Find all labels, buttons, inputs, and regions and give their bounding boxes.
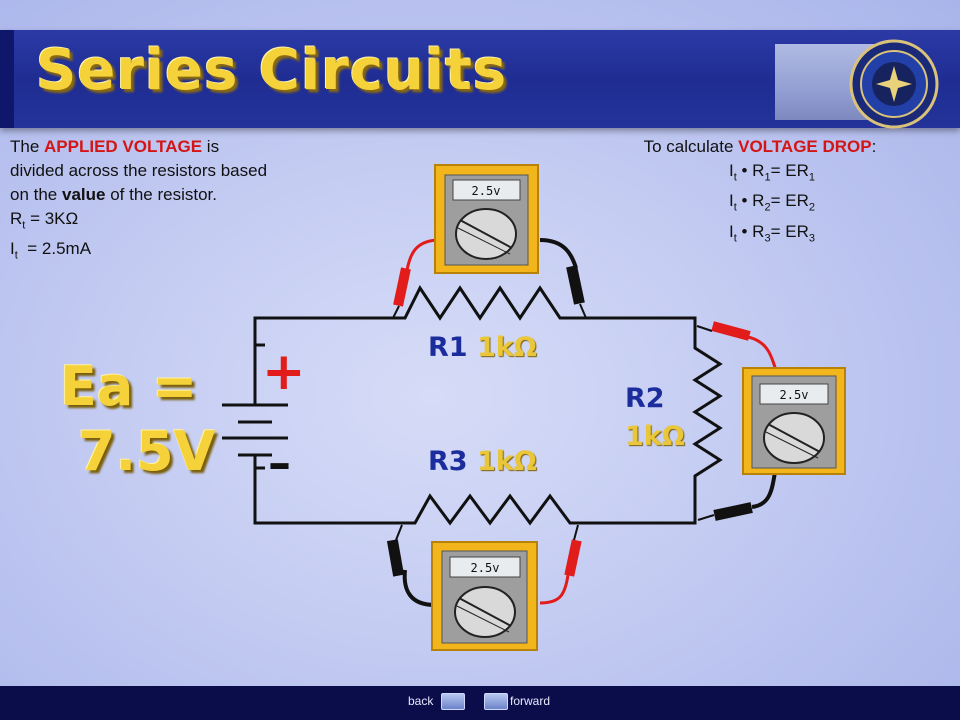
formula-r3: It • R3= ER3 bbox=[728, 221, 815, 245]
value-emphasis: value bbox=[62, 185, 106, 204]
text-segment: on the bbox=[10, 185, 62, 204]
text-segment: : bbox=[871, 137, 877, 156]
right-voltmeter: 2.5v bbox=[742, 367, 846, 475]
formula-r1: It • R1= ER1 bbox=[728, 161, 815, 184]
wire-bottom-left bbox=[253, 466, 405, 525]
right-meter-red-lead bbox=[747, 335, 778, 371]
r2-label: R2 1kΩ bbox=[625, 380, 685, 456]
formula-r2: It • R2= ER2 bbox=[728, 191, 815, 214]
voltage-drop-text: To calculate VOLTAGE DROP: It • R1= ER1 … bbox=[560, 135, 960, 250]
bottom-meter-red-lead bbox=[539, 574, 570, 605]
it-subscript: t bbox=[14, 249, 18, 262]
back-arrow-icon[interactable] bbox=[441, 693, 465, 710]
r3-value: 1kΩ bbox=[476, 446, 537, 477]
r2-resistor bbox=[692, 340, 723, 495]
right-meter-reading: 2.5v bbox=[780, 388, 809, 402]
top-voltmeter: 2.5v bbox=[434, 164, 539, 274]
right-red-probe bbox=[711, 321, 751, 341]
text-segment: To calculate bbox=[643, 137, 739, 156]
text-segment: The bbox=[10, 137, 45, 156]
top-meter-black-lead bbox=[539, 238, 578, 269]
wire-top-right bbox=[588, 316, 697, 340]
total-current: It = 2.5mA bbox=[10, 237, 390, 267]
right-black-probe bbox=[713, 502, 753, 521]
back-link[interactable]: back bbox=[408, 694, 434, 708]
r1-resistor bbox=[393, 285, 588, 321]
applied-voltage-highlight: APPLIED VOLTAGE bbox=[44, 137, 203, 156]
footer-bar: back forward bbox=[0, 686, 960, 720]
wire-top-left bbox=[253, 316, 393, 347]
it-label: I bbox=[10, 239, 15, 259]
r3-name: R3 bbox=[428, 446, 468, 477]
top-black-probe bbox=[566, 265, 585, 305]
rt-value: = 3KΩ bbox=[25, 209, 79, 228]
applied-voltage-value: 7.5V bbox=[78, 420, 216, 483]
right-meter-black-lead bbox=[751, 471, 777, 509]
title-bar-edge bbox=[0, 30, 14, 128]
plus-sign: + bbox=[262, 342, 306, 402]
rt-label: R bbox=[10, 209, 23, 228]
it-value: = 2.5mA bbox=[17, 239, 92, 259]
slide-title: Series Circuits bbox=[36, 38, 508, 103]
voltage-drop-highlight: VOLTAGE DROP bbox=[738, 137, 872, 156]
r2-name: R2 bbox=[625, 383, 665, 414]
bottom-black-probe bbox=[386, 539, 405, 577]
top-meter-reading: 2.5v bbox=[472, 184, 501, 198]
bottom-red-probe bbox=[564, 539, 582, 577]
applied-voltage-text: The APPLIED VOLTAGE is divided across th… bbox=[10, 135, 390, 268]
forward-arrow-icon[interactable] bbox=[484, 693, 508, 710]
r2-value: 1kΩ bbox=[625, 421, 685, 452]
rt-subscript: t bbox=[22, 219, 26, 232]
minus-sign: – bbox=[268, 436, 291, 490]
r1-name: R1 bbox=[428, 332, 468, 363]
text-line: divided across the resistors based bbox=[10, 161, 268, 180]
top-red-probe bbox=[393, 267, 411, 307]
bottom-voltmeter: 2.5v bbox=[431, 541, 538, 651]
applied-voltage-label: Ea = bbox=[60, 355, 198, 418]
wire-bottom-right bbox=[585, 495, 697, 525]
text-segment: of the resistor. bbox=[105, 185, 217, 204]
r1-value: 1kΩ bbox=[476, 332, 537, 363]
r1-label: R1 1kΩ bbox=[428, 332, 537, 363]
forward-link[interactable]: forward bbox=[510, 694, 551, 708]
r3-resistor bbox=[405, 493, 585, 526]
bottom-meter-reading: 2.5v bbox=[471, 561, 500, 575]
bottom-meter-black-lead bbox=[402, 569, 436, 607]
battery-symbol bbox=[222, 345, 288, 468]
text-segment: is bbox=[202, 137, 220, 156]
school-seal-logo bbox=[849, 39, 939, 129]
r3-label: R3 1kΩ bbox=[428, 446, 537, 477]
total-resistance: Rt = 3KΩ bbox=[10, 207, 390, 237]
